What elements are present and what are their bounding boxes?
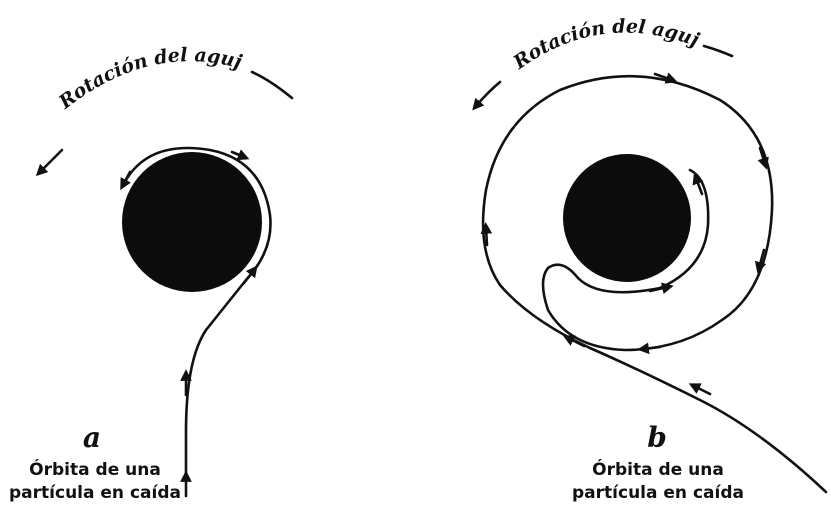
caption-b-line1: Órbita de una	[592, 458, 724, 480]
rotation-label-b: Rotación del agujero	[0, 0, 702, 74]
rotation-label-a: Rotación del agujero	[0, 0, 244, 114]
black-hole-b	[563, 154, 691, 282]
rotation-arrow-a-tail	[40, 150, 62, 172]
orbit-a-arrow-3	[232, 152, 244, 157]
orbit-b-arrow-7	[643, 347, 660, 349]
panel-letter-b: b	[647, 421, 667, 454]
black-hole-a	[122, 152, 262, 292]
orbit-b-arrow-3	[486, 228, 487, 245]
orbit-b-arrow-1	[694, 386, 710, 394]
caption-a-line2: partícula en caída	[9, 483, 181, 503]
rotation-arrow-a	[252, 72, 292, 98]
panel-letter-a: a	[83, 421, 101, 454]
caption-a-line1: Órbita de una	[29, 458, 161, 480]
caption-b-line2: partícula en caída	[572, 483, 744, 503]
rotation-arrow-b	[704, 46, 732, 56]
panel-a: Rotación del agujero a Órbita de una par…	[0, 0, 292, 503]
rotation-arrow-b-tail	[476, 82, 500, 106]
